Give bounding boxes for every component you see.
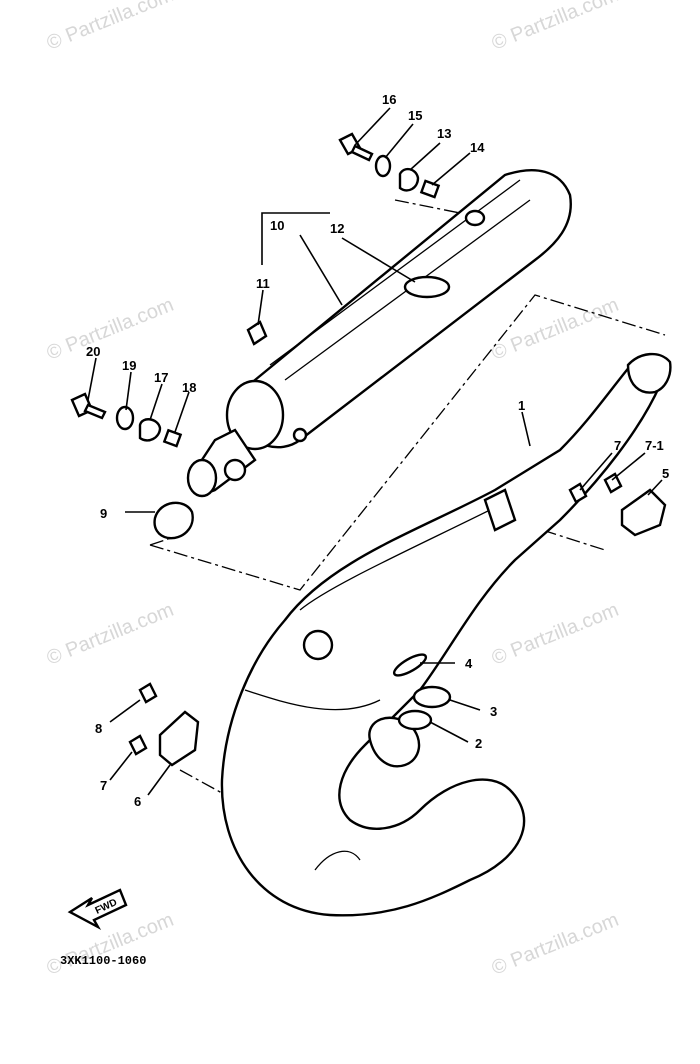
leader-line bbox=[409, 142, 441, 171]
leader-line bbox=[579, 452, 613, 491]
leader-line bbox=[261, 212, 330, 265]
guide-line bbox=[149, 294, 666, 591]
callout-10: 10 bbox=[270, 218, 284, 233]
leader-line bbox=[341, 237, 416, 283]
callout-3: 3 bbox=[490, 704, 497, 719]
watermark-text: © Partzilla.com bbox=[44, 909, 177, 980]
callout-7-right: 7 bbox=[614, 438, 621, 453]
bolt-16-shank bbox=[350, 144, 374, 162]
callout-9: 9 bbox=[100, 506, 107, 521]
exhaust-pipe-boss bbox=[302, 629, 334, 661]
callout-7-1: 7-1 bbox=[645, 438, 664, 453]
exhaust-pipe-bracket bbox=[483, 488, 517, 532]
leader-line bbox=[87, 357, 97, 401]
exhaust-pipe-body bbox=[220, 358, 662, 917]
bolt-7-1 bbox=[603, 472, 623, 494]
callout-12: 12 bbox=[330, 221, 344, 236]
exhaust-pipe-seam bbox=[244, 689, 381, 711]
cover-6 bbox=[158, 710, 200, 767]
bolt-20 bbox=[70, 392, 107, 420]
callout-5: 5 bbox=[662, 466, 669, 481]
leader-line bbox=[647, 479, 663, 496]
leader-line bbox=[174, 391, 190, 433]
callout-13: 13 bbox=[437, 126, 451, 141]
bolt-20-shank bbox=[83, 403, 107, 420]
leader-line bbox=[147, 764, 171, 796]
forward-arrow-icon bbox=[67, 888, 128, 931]
spring-4 bbox=[392, 653, 428, 677]
callout-18: 18 bbox=[182, 380, 196, 395]
silencer-bracket bbox=[223, 458, 247, 482]
callout-7-left: 7 bbox=[100, 778, 107, 793]
washer-15 bbox=[374, 154, 392, 178]
exhaust-pipe-inlet bbox=[626, 352, 672, 394]
collar-17 bbox=[138, 418, 162, 442]
forward-arrow: FWD bbox=[67, 888, 128, 931]
leader-line bbox=[449, 699, 481, 711]
callout-labels: 16 15 13 14 10 12 11 20 19 17 18 9 1 7 7… bbox=[86, 92, 669, 809]
silencer-mount-hole bbox=[464, 209, 486, 227]
exhaust-pipe-part-1 bbox=[220, 352, 672, 917]
watermark-text: © Partzilla.com bbox=[44, 294, 177, 365]
exhaust-pipe-weld-line bbox=[299, 504, 501, 611]
watermark-text: © Partzilla.com bbox=[489, 0, 622, 55]
spacer-18 bbox=[162, 428, 183, 448]
leader-line bbox=[149, 383, 163, 421]
exhaust-pipe-port bbox=[368, 716, 421, 768]
leader-line bbox=[125, 371, 132, 411]
callout-8: 8 bbox=[95, 721, 102, 736]
diagram-code: 3XK1100-1060 bbox=[60, 954, 146, 968]
spacer-14 bbox=[419, 179, 441, 199]
callout-4: 4 bbox=[465, 656, 473, 671]
silencer-outlet-mouth bbox=[186, 458, 218, 498]
leader-line bbox=[354, 107, 391, 146]
callout-20: 20 bbox=[86, 344, 100, 359]
watermark-text: © Partzilla.com bbox=[44, 0, 177, 55]
washer-19 bbox=[115, 405, 135, 431]
cover-5 bbox=[620, 488, 667, 537]
leader-line bbox=[384, 123, 414, 159]
callout-6: 6 bbox=[134, 794, 141, 809]
callout-19: 19 bbox=[122, 358, 136, 373]
leader-line bbox=[611, 452, 646, 481]
silencer-part-10 bbox=[186, 168, 572, 498]
callout-16: 16 bbox=[382, 92, 396, 107]
callout-17: 17 bbox=[154, 370, 168, 385]
bolt-8 bbox=[138, 682, 158, 704]
callout-2: 2 bbox=[475, 736, 482, 751]
leader-line bbox=[429, 721, 469, 743]
watermark-text: © Partzilla.com bbox=[489, 294, 622, 365]
bolt-16 bbox=[338, 132, 374, 162]
clamp-9 bbox=[153, 501, 194, 540]
bolt-7-left bbox=[128, 734, 148, 756]
watermark-text: © Partzilla.com bbox=[489, 599, 622, 670]
gasket-3 bbox=[412, 685, 452, 709]
watermark-text: © Partzilla.com bbox=[489, 909, 622, 980]
watermark-text: © Partzilla.com bbox=[44, 599, 177, 670]
silencer-rear-bolt bbox=[292, 427, 308, 443]
exhaust-pipe-seam bbox=[314, 850, 361, 871]
leader-line bbox=[109, 751, 133, 781]
leader-lines bbox=[87, 107, 663, 796]
callout-1: 1 bbox=[518, 398, 525, 413]
leader-line bbox=[109, 699, 141, 723]
collar-13 bbox=[398, 167, 420, 192]
small-parts bbox=[70, 132, 667, 767]
callout-15: 15 bbox=[408, 108, 422, 123]
leader-line bbox=[299, 234, 343, 306]
silencer-end-cap bbox=[225, 379, 285, 451]
gasket-2 bbox=[397, 709, 433, 731]
callout-14: 14 bbox=[470, 140, 485, 155]
leader-line bbox=[431, 152, 471, 186]
bolt-11 bbox=[246, 320, 268, 346]
leader-line bbox=[521, 411, 531, 447]
leader-line bbox=[257, 289, 264, 326]
callout-11: 11 bbox=[256, 276, 270, 291]
silencer-hole-12 bbox=[403, 275, 451, 299]
